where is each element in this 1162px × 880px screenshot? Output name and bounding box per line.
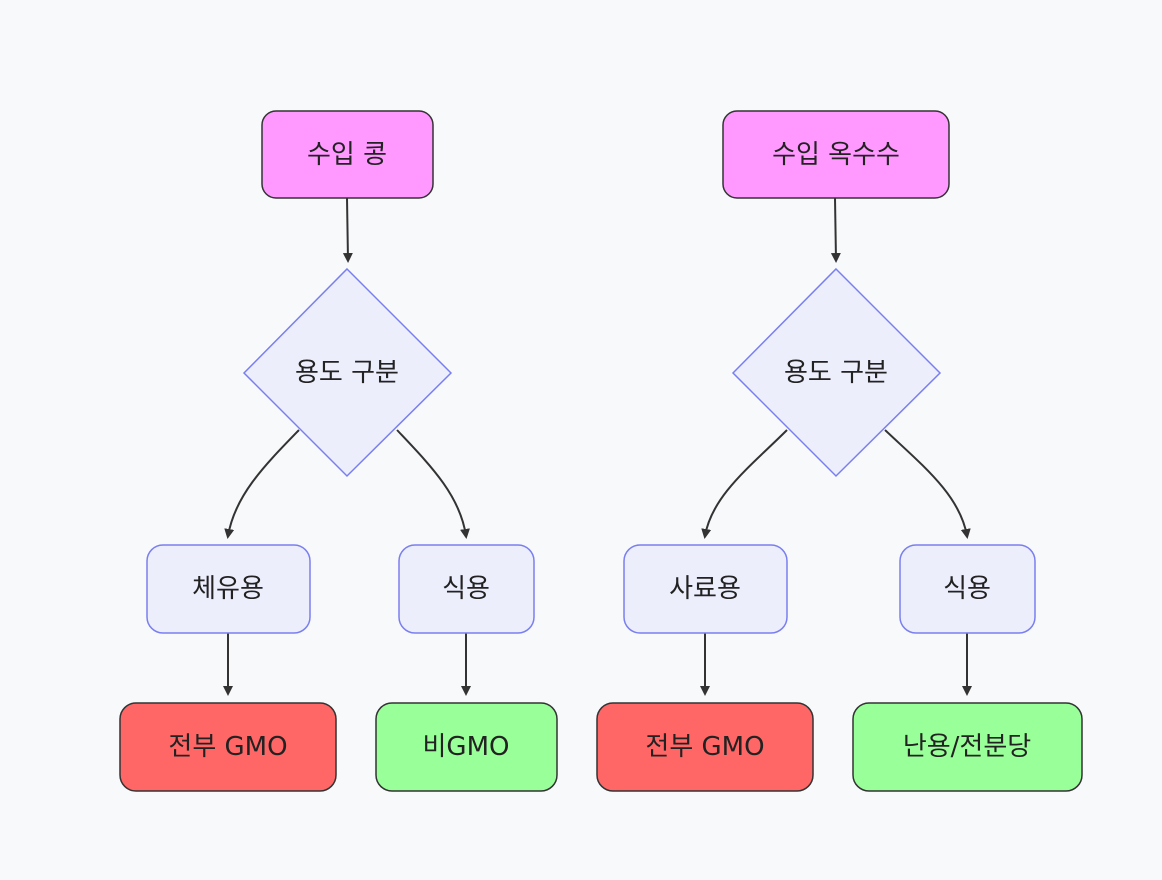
node-left-branch-b: 식용: [398, 544, 535, 634]
node-right-result-a: 전부 GMO: [596, 702, 814, 792]
node-right-branch-b: 식용: [899, 544, 1036, 634]
node-left-decision-label: 용도 구분: [295, 358, 399, 388]
node-right-source-label: 수입 옥수수: [772, 140, 900, 170]
edge-left-decision-to-branch-b: [396, 429, 470, 539]
node-left-result-a-label: 전부 GMO: [168, 732, 287, 762]
edge-right-decision-to-branch-b: [884, 429, 971, 539]
node-right-branch-b-label: 식용: [943, 574, 991, 604]
edge-right-decision-to-branch-a: [701, 429, 788, 539]
node-right-result-a-label: 전부 GMO: [645, 732, 764, 762]
node-right-branch-a-label: 사료용: [669, 574, 741, 604]
node-right-source: 수입 옥수수: [722, 110, 950, 199]
edge-right-source-to-decision: [830, 197, 841, 263]
node-left-source-label: 수입 콩: [307, 140, 387, 170]
node-left-source: 수입 콩: [261, 110, 434, 199]
node-right-result-b: 난용/전분당: [852, 702, 1083, 792]
flow-right: 수입 옥수수 용도 구분 사료용 식용 전부 GMO 난용/전분당: [596, 110, 1083, 792]
node-left-branch-b-label: 식용: [442, 574, 490, 604]
flow-left: 수입 콩 용도 구분 체유용 식용 전부 GMO 비GMO: [119, 110, 558, 792]
edge-left-decision-to-branch-a: [224, 429, 300, 539]
edge-left-source-to-decision: [342, 197, 353, 263]
node-right-decision-label: 용도 구분: [784, 358, 888, 388]
node-right-branch-a: 사료용: [623, 544, 788, 634]
node-left-result-a: 전부 GMO: [119, 702, 337, 792]
node-left-result-b-label: 비GMO: [423, 732, 510, 762]
node-left-decision: 용도 구분: [242, 267, 453, 478]
node-left-result-b: 비GMO: [375, 702, 558, 792]
node-left-branch-a: 체유용: [146, 544, 311, 634]
node-left-branch-a-label: 체유용: [192, 574, 264, 604]
node-right-decision: 용도 구분: [731, 267, 942, 478]
node-right-result-b-label: 난용/전분당: [903, 732, 1031, 762]
